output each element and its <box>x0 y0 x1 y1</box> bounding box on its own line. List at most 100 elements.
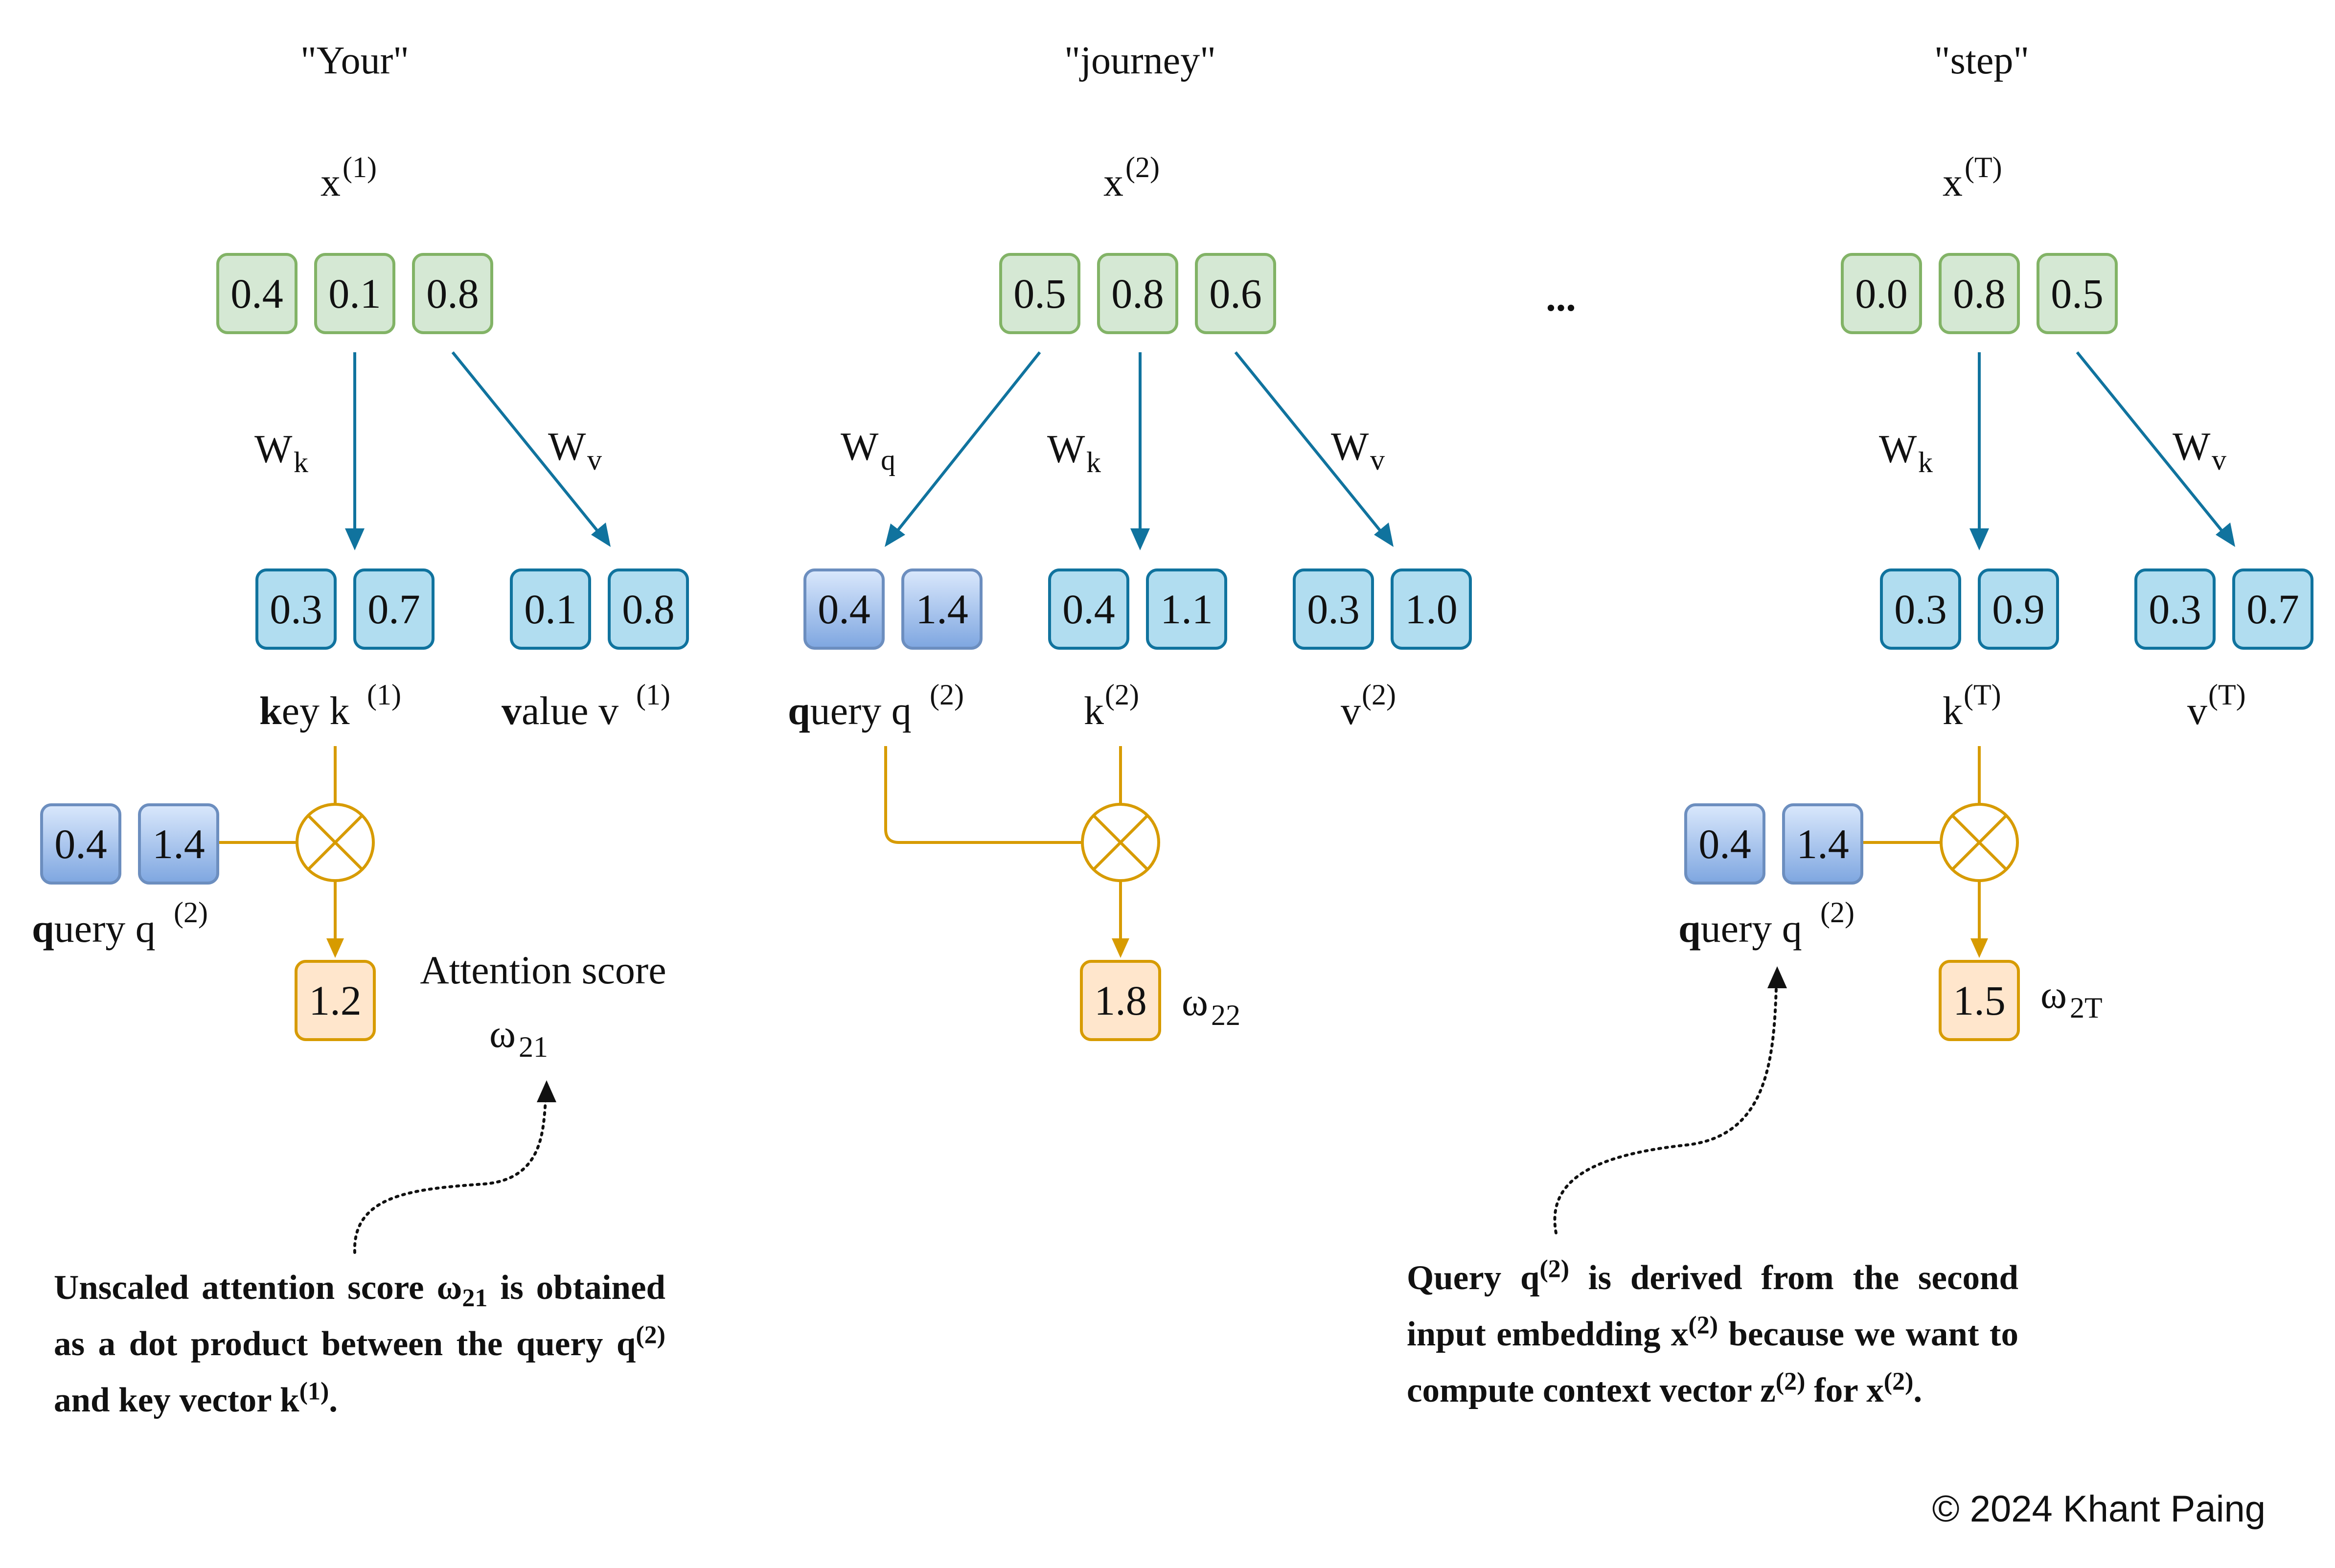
key-vector-1-cell-1 <box>255 568 337 650</box>
embedding-xT-value-1: 0.0 <box>1855 270 1908 317</box>
score-symbol-3: ω 2T <box>2040 972 2103 1024</box>
key-vector-2-value-1: 0.4 <box>1062 586 1115 633</box>
arrow-wv-1 <box>451 351 601 534</box>
embedding-xT-cell-2 <box>1939 253 2020 334</box>
key-vector-1-value-2: 0.7 <box>367 586 420 633</box>
query-vector-2-cell-2 <box>901 568 983 650</box>
key-label-2-base: k <box>1084 688 1104 733</box>
value-vector-3-cell-1 <box>2134 568 2216 650</box>
attention-score-title: Attention score <box>420 948 666 992</box>
embedding-x1-cell-1 <box>216 253 298 334</box>
query-vector-2: 0.4 1.4 <box>803 568 983 650</box>
weight-label-wv-3: W v <box>2173 424 2226 476</box>
score-symbol-3-base: ω <box>2040 972 2067 1017</box>
value-label-1-bold: v <box>502 688 522 733</box>
annotation-arrowhead-right <box>1767 966 1787 988</box>
key-vector-1: 0.3 0.7 <box>255 568 435 650</box>
score-box-1-cell <box>295 960 376 1041</box>
value-vector-3-cell-2 <box>2232 568 2313 650</box>
embedding-x2-cell-3 <box>1195 253 1276 334</box>
value-vector-3-value-1: 0.3 <box>2149 586 2201 633</box>
svg-text:query q: query q <box>788 688 912 733</box>
weight-label-wv-1-sub: v <box>587 444 602 476</box>
arrowhead-wk-2 <box>1130 528 1150 550</box>
weight-label-wv-1-base: W <box>548 424 586 469</box>
value-vector-2: 0.3 1.0 <box>1293 568 1472 650</box>
x-label-1-sup: (1) <box>343 151 377 183</box>
dot-product-1 <box>218 746 375 958</box>
embedding-x2-value-3: 0.6 <box>1209 270 1262 317</box>
query-label-2-rest: uery q <box>810 688 912 733</box>
query-label-1: query q (2) <box>32 896 208 951</box>
token-word-3: "step" <box>1934 39 2029 82</box>
score-box-3: 1.5 <box>1939 960 2020 1041</box>
score-symbol-1-base: ω <box>489 1011 516 1056</box>
weight-label-wk-2-base: W <box>1047 427 1085 471</box>
value-vector-2-value-2: 1.0 <box>1405 586 1458 633</box>
value-vector-1-cell-1 <box>510 568 591 650</box>
weight-label-wk-3: W k <box>1879 427 1933 478</box>
embedding-xT-value-2: 0.8 <box>1953 270 2006 317</box>
query-label-1-bold: q <box>32 906 54 951</box>
embedding-xT-value-3: 0.5 <box>2051 270 2104 317</box>
weight-label-wv-2-sub: v <box>1370 444 1385 476</box>
query-label-2-bold: q <box>788 688 810 733</box>
embedding-x2-cell-1 <box>999 253 1080 334</box>
value-label-2: v (2) <box>1341 679 1396 733</box>
key-vector-3-cell-1 <box>1880 568 1961 650</box>
weight-label-wv-3-sub: v <box>2212 444 2226 476</box>
query-vector-3-value-1: 0.4 <box>1698 820 1751 867</box>
score-box-2: 1.8 <box>1080 960 1161 1041</box>
annotation-arrow-right <box>1553 987 1778 1234</box>
score-value-3: 1.5 <box>1953 977 2006 1024</box>
key-vector-1-cell-2 <box>353 568 435 650</box>
token-word-1: "Your" <box>300 39 409 82</box>
query-vector-3-cell-2 <box>1782 803 1863 885</box>
query-label-3-rest: uery q <box>1701 906 1802 951</box>
key-label-1-sup: (1) <box>367 679 401 711</box>
embedding-x1-value-1: 0.4 <box>230 270 283 317</box>
key-vector-2: 0.4 1.1 <box>1048 568 1227 650</box>
query-label-2-sup: (2) <box>930 679 964 711</box>
value-vector-2-value-1: 0.3 <box>1307 586 1360 633</box>
value-vector-1-value-1: 0.1 <box>524 586 577 633</box>
multiply-cross-3b <box>1951 814 2008 871</box>
weight-label-wv-2: W v <box>1331 424 1385 476</box>
query-vector-3: 0.4 1.4 <box>1684 803 1863 885</box>
arrowhead-wq-2 <box>885 523 905 547</box>
value-vector-1-cell-2 <box>608 568 689 650</box>
query-vector-1-cell-2 <box>138 803 219 885</box>
x-label-3-sup: (T) <box>1965 151 2002 183</box>
key-label-2: k (2) <box>1084 679 1139 733</box>
weight-label-wq-2-base: W <box>841 424 879 469</box>
token-word-2: "journey" <box>1064 39 1216 82</box>
annotation-right-box: Query q(2) is derived from the second in… <box>1407 1256 2018 1409</box>
svg-text:value v: value v <box>502 688 618 733</box>
arrow-wq-2 <box>894 351 1041 534</box>
key-vector-2-cell-2 <box>1146 568 1227 650</box>
query-label-2: query q (2) <box>788 679 964 733</box>
weight-label-wk-1-base: W <box>254 427 293 471</box>
key-label-1-bold: k <box>259 688 282 733</box>
weight-label-wv-2-base: W <box>1331 424 1369 469</box>
key-vector-2-cell-1 <box>1048 568 1129 650</box>
score-value-2: 1.8 <box>1094 977 1147 1024</box>
annotation-arrow-left <box>353 1099 547 1254</box>
value-vector-3: 0.3 0.7 <box>2134 568 2313 650</box>
embedding-x2-value-1: 0.5 <box>1013 270 1066 317</box>
value-label-2-base: v <box>1341 688 1361 733</box>
score-symbol-2: ω 22 <box>1182 979 1240 1031</box>
score-box-1: 1.2 <box>295 960 376 1041</box>
key-vector-1-value-1: 0.3 <box>270 586 322 633</box>
embedding-x2-value-2: 0.8 <box>1111 270 1164 317</box>
multiply-cross-2b <box>1092 814 1149 871</box>
key-vector-3-cell-2 <box>1978 568 2059 650</box>
value-label-3-sup: (T) <box>2208 679 2246 711</box>
value-label-1-rest: alue v <box>522 688 618 733</box>
value-label-1-sup: (1) <box>636 679 670 711</box>
query-label-3-bold: q <box>1678 906 1701 951</box>
embedding-xT-cell-3 <box>2037 253 2118 334</box>
copyright-credit: © 2024 Khant Paing <box>1932 1488 2266 1530</box>
x-label-3-base: x <box>1943 160 1963 205</box>
